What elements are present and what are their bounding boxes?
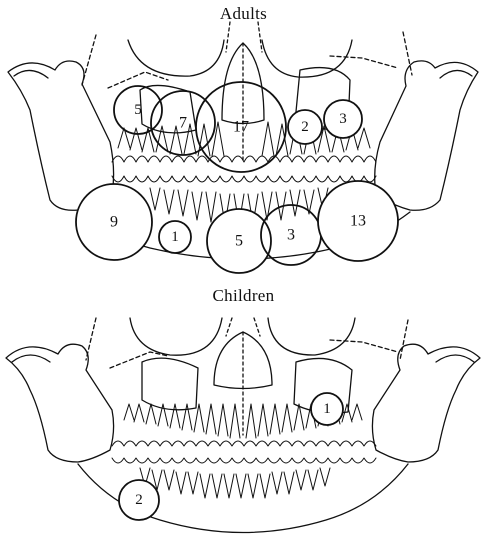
adult-circle-3: 17 <box>196 82 286 172</box>
child-circle-2: 2 <box>119 480 159 520</box>
adult-circle-5-label: 3 <box>339 111 347 127</box>
children-title: Children <box>0 286 487 306</box>
adult-circle-10-label: 13 <box>350 213 366 230</box>
adult-circle-7-label: 1 <box>171 229 179 245</box>
adult-circle-4: 2 <box>288 110 322 144</box>
child-circle-2-label: 2 <box>135 492 143 508</box>
child-circle-1-label: 1 <box>323 401 331 417</box>
adult-circle-2-label: 7 <box>179 115 187 132</box>
adult-circle-6-label: 9 <box>110 214 118 231</box>
adult-circle-4-label: 2 <box>301 119 309 135</box>
adult-circle-10: 13 <box>318 181 398 261</box>
child-circle-1: 1 <box>311 393 343 425</box>
adult-circle-7: 1 <box>159 221 191 253</box>
adult-circle-5: 3 <box>324 100 362 138</box>
adult-circle-3-label: 17 <box>233 119 249 136</box>
adults-title: Adults <box>0 4 487 24</box>
adult-circle-6: 9 <box>76 184 152 260</box>
adult-circle-1: 5 <box>114 86 162 134</box>
child-skull-outline <box>6 318 480 533</box>
adult-circle-8-label: 5 <box>235 233 243 250</box>
adult-circle-9-label: 3 <box>287 227 295 244</box>
adult-circle-1-label: 5 <box>134 102 142 118</box>
